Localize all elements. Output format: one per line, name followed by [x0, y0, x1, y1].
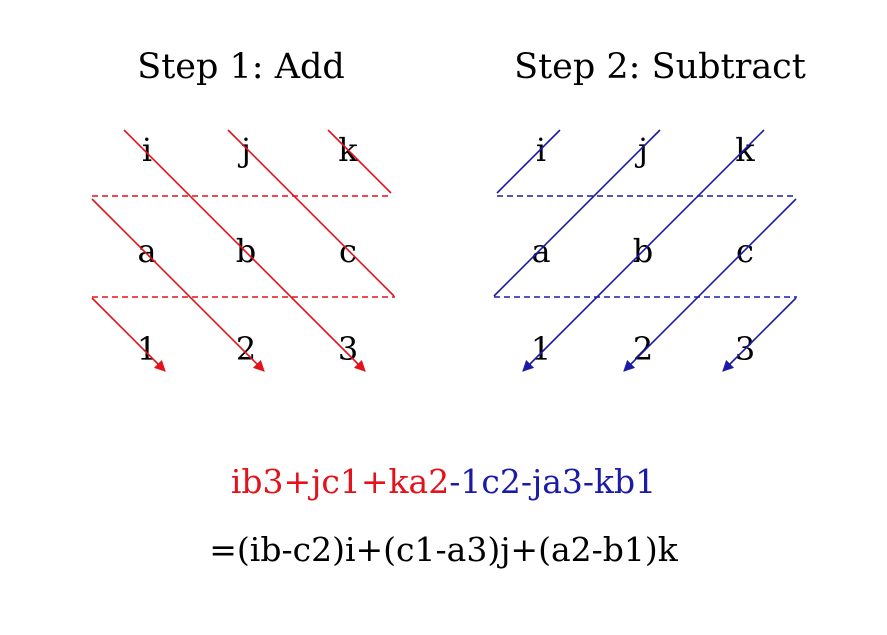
left-grid-cell-i: i: [142, 131, 152, 169]
formula-add-terms: ib3+jc1+ka2: [230, 462, 450, 501]
left-grid-cell-j: j: [237, 131, 251, 169]
add-diagonal-i-b-3: [123, 129, 366, 372]
left-grid-cell-2: 2: [236, 330, 256, 368]
formula-result-text: =(ib-c2)i+(c1-a3)j+(a2-b1)k: [209, 530, 678, 569]
formula-expansion: ib3+jc1+ka2-1c2-ja3-kb1: [0, 462, 887, 501]
add-diagonal-wrap-1: [91, 297, 166, 372]
right-grid-cell-a: a: [531, 232, 550, 270]
step2-title: Step 2: Subtract: [514, 47, 806, 87]
left-grid-cell-3: 3: [338, 330, 358, 368]
subtract-diagonal-i: [496, 129, 561, 194]
step1-title: Step 1: Add: [137, 47, 345, 87]
add-diagonal-wrap-a-2: [91, 198, 265, 372]
formula-subtract-terms: -1c2-ja3-kb1: [449, 462, 657, 501]
add-diagonal-j-c: [227, 129, 395, 297]
left-grid-cell-1: 1: [137, 330, 157, 368]
right-grid-cell-1: 1: [531, 330, 551, 368]
right-grid-cell-2: 2: [633, 330, 653, 368]
add-diagonal-k: [327, 129, 392, 194]
subtract-diagonal-j-a: [493, 129, 661, 297]
subtract-diagonal-wrap-c-2: [623, 198, 797, 372]
subtract-diagonal-wrap-3: [722, 297, 797, 372]
left-grid-cell-a: a: [137, 232, 156, 270]
right-grid-cell-k: k: [735, 131, 755, 169]
formula-result: =(ib-c2)i+(c1-a3)j+(a2-b1)k: [0, 530, 887, 569]
subtract-diagonal-k-b-1: [522, 129, 765, 372]
